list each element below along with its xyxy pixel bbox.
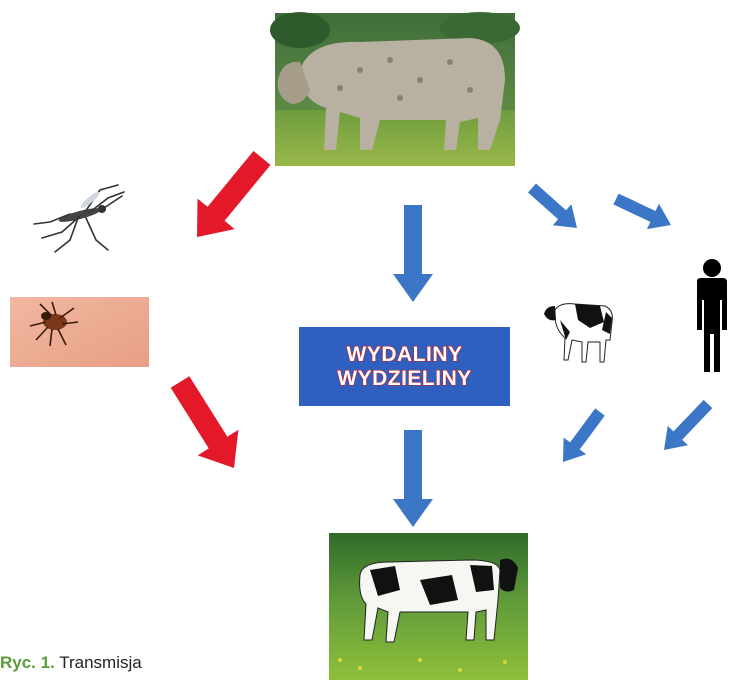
human-silhouette-icon [697, 259, 727, 372]
arrow-cow-to-calf [528, 184, 577, 229]
mosquito-icon [34, 185, 124, 252]
infected-cow-photo [270, 12, 520, 166]
calf-icon [544, 304, 612, 362]
tick-photo [10, 297, 149, 367]
arrow-secretions-to-healthy-cow [393, 430, 433, 527]
arrow-calf-to-healthy-cow [563, 408, 605, 462]
box-line-2: WYDZIELINY [337, 367, 472, 391]
caption-text: Transmisja [59, 653, 142, 672]
arrow-vector-to-healthy-cow [171, 376, 239, 468]
figure-caption: Ryc. 1. Transmisja [0, 653, 142, 673]
box-line-1: WYDALINY [347, 343, 463, 367]
arrow-cow-to-vector [197, 151, 271, 237]
arrow-cow-to-secretions [393, 205, 433, 302]
arrow-cow-to-human [613, 194, 671, 230]
arrow-human-to-healthy-cow [664, 400, 712, 450]
excretions-secretions-box: WYDALINY WYDZIELINY [299, 327, 510, 406]
caption-label: Ryc. 1. [0, 653, 55, 672]
healthy-cow-photo [329, 533, 528, 680]
